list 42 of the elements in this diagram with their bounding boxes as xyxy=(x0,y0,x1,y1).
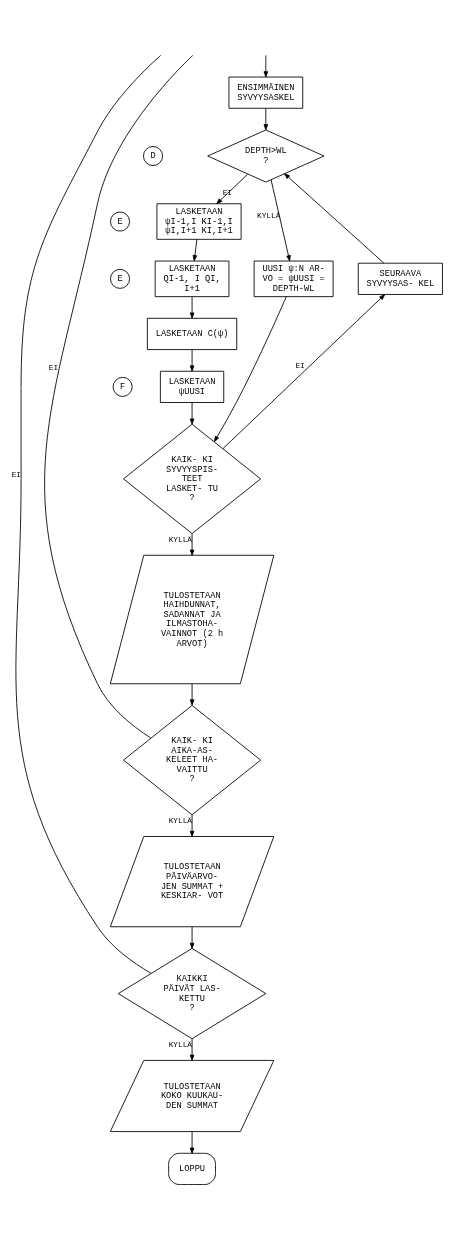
edge-label: EI xyxy=(295,361,305,371)
node-box: UUSI ψ:N AR- VO = ψUUSI = DEPTH-WL xyxy=(253,260,334,298)
arrow xyxy=(270,179,291,262)
arrow xyxy=(213,296,287,442)
edge-label: KYLLÄ xyxy=(168,1040,193,1050)
node-circle: D xyxy=(143,146,163,166)
arrow xyxy=(216,173,248,205)
node-box: ENSIMMÄINEN SYVYYSASKEL xyxy=(228,76,304,109)
connector xyxy=(15,55,162,974)
node-box: LASKETAAN C(ψ) xyxy=(146,317,238,350)
arrow xyxy=(189,349,195,372)
arrow xyxy=(189,296,195,319)
arrow xyxy=(189,926,195,949)
arrow xyxy=(189,1038,195,1061)
arrow xyxy=(263,108,269,131)
edge-label: EI xyxy=(48,363,59,373)
node-diamond: KAIK- KI AIKA-AS- KELEET HA- VAITTU ? xyxy=(123,705,262,816)
node-box: LASKETAAN QI-1, I QI, I+1 xyxy=(154,260,230,298)
arrow xyxy=(189,533,195,556)
node-circle: F xyxy=(112,376,133,397)
node-box: LASKETAAN ψI-1,I KI-1,I ψI,I+1 KI,I+1 xyxy=(156,203,242,240)
connector xyxy=(44,54,194,739)
node-box: SEURAAVA SYVYYSAS- KEL xyxy=(357,262,443,295)
edge-label: EI xyxy=(11,470,21,480)
edge-label: KYLLÄ xyxy=(168,816,193,826)
node-box: LOPPU xyxy=(168,1152,216,1185)
edge-label: KYLLÄ xyxy=(168,534,193,544)
arrow xyxy=(284,173,385,264)
arrow xyxy=(189,683,195,706)
node-diamond: DEPTH>WL ? xyxy=(207,129,325,183)
node-box: LASKETAAN ψUUSI xyxy=(159,370,225,403)
node-circle: E xyxy=(110,211,130,232)
node-circle: E xyxy=(110,268,130,289)
node-diamond: KAIK- KI SYVYYSPIS- TEET LASKET- TU ? xyxy=(123,423,262,534)
arrow xyxy=(189,1131,195,1154)
edge-label: KYLLÄ xyxy=(256,210,281,220)
arrow xyxy=(263,55,269,78)
arrow xyxy=(222,294,386,449)
arrow xyxy=(189,814,195,837)
arrow xyxy=(189,402,195,425)
arrow xyxy=(192,238,198,262)
node-diamond: KAIKKI PÄIVÄT LAS- KETTU ? xyxy=(117,948,267,1040)
